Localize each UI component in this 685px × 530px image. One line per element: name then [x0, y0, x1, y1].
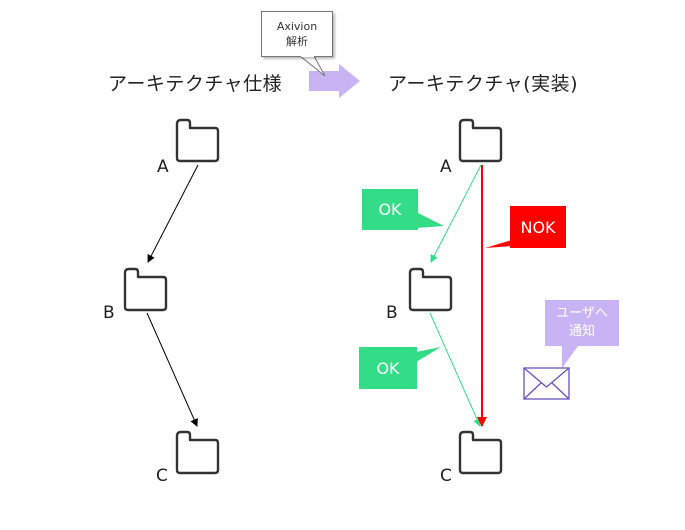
- right-title: アーキテクチャ(実装): [388, 73, 578, 95]
- ok-top-text: OK: [378, 200, 402, 219]
- nok-tail: [485, 240, 512, 248]
- folder-icon-left-a: [175, 118, 220, 163]
- nok-callout: NOK: [510, 206, 566, 248]
- node-label-right-b: B: [386, 303, 398, 323]
- node-label-left-b: B: [103, 303, 115, 323]
- folder-icon-left-b: [123, 267, 168, 312]
- notify-line1: ユーザへ: [556, 306, 608, 321]
- folder-icon-right-a: [458, 118, 503, 163]
- edge-right-a-b: [430, 164, 482, 263]
- ok-top-tail: [416, 212, 444, 228]
- node-label-left-c: C: [156, 466, 168, 486]
- nok-text: NOK: [520, 217, 556, 237]
- notify-line2: 通知: [568, 324, 595, 339]
- envelope-icon: [523, 367, 570, 400]
- node-label-right-a: A: [440, 157, 452, 177]
- ok-bottom-text: OK: [376, 358, 400, 378]
- folder-icon-right-c: [458, 430, 503, 475]
- tooltip-line2: 解析: [286, 35, 308, 48]
- ok-callout-top: OK: [362, 189, 418, 230]
- edge-left-b-c: [146, 312, 198, 427]
- notify-user-callout: ユーザへ 通知: [545, 300, 619, 346]
- edge-right-b-c: [429, 312, 481, 427]
- left-title: アーキテクチャ仕様: [108, 73, 283, 95]
- node-label-left-a: A: [157, 157, 169, 177]
- node-label-right-c: C: [440, 466, 452, 486]
- edge-left-a-b: [147, 164, 199, 263]
- axivion-tooltip: Axivion 解析: [261, 11, 333, 57]
- folder-icon-right-b: [408, 267, 453, 312]
- notify-tail: [562, 346, 578, 368]
- folder-icon-left-c: [175, 430, 220, 475]
- tooltip-line1: Axivion: [276, 20, 318, 33]
- tooltip-seam: [301, 55, 314, 57]
- ok-bottom-tail: [416, 347, 441, 362]
- ok-callout-bottom: OK: [359, 347, 417, 389]
